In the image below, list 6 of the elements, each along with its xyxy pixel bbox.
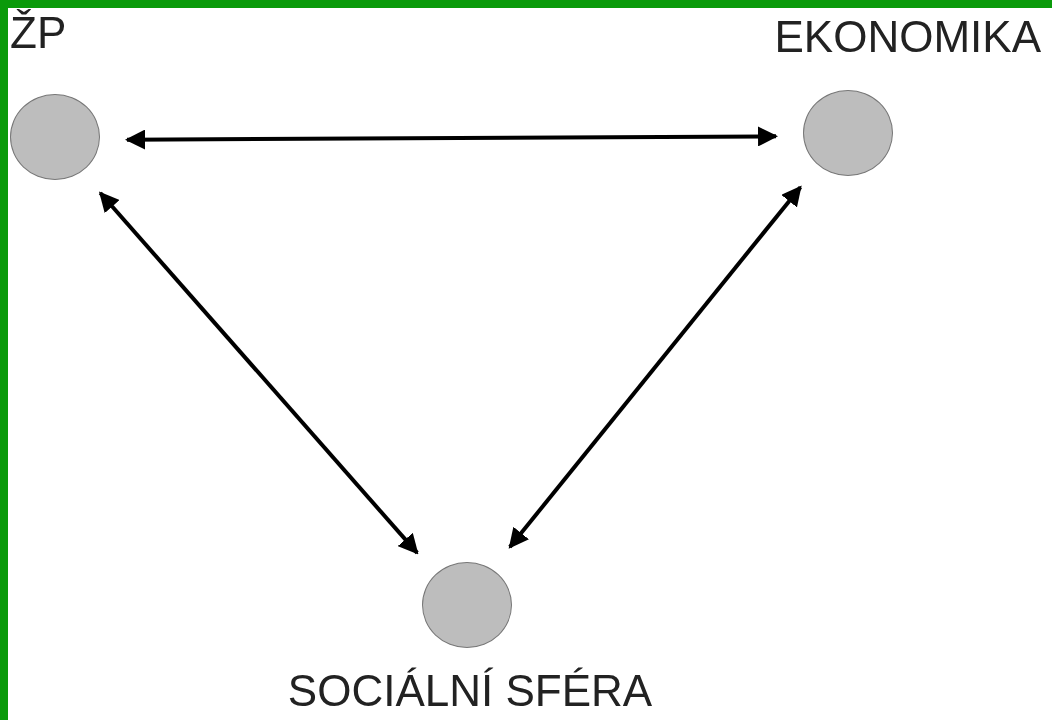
node-label: ŽP [10, 8, 67, 58]
node-label: EKONOMIKA [774, 12, 1041, 62]
node-label: SOCIÁLNÍ SFÉRA [287, 666, 653, 716]
arrow [98, 191, 419, 555]
arrow [508, 185, 802, 549]
arrow [125, 126, 778, 150]
